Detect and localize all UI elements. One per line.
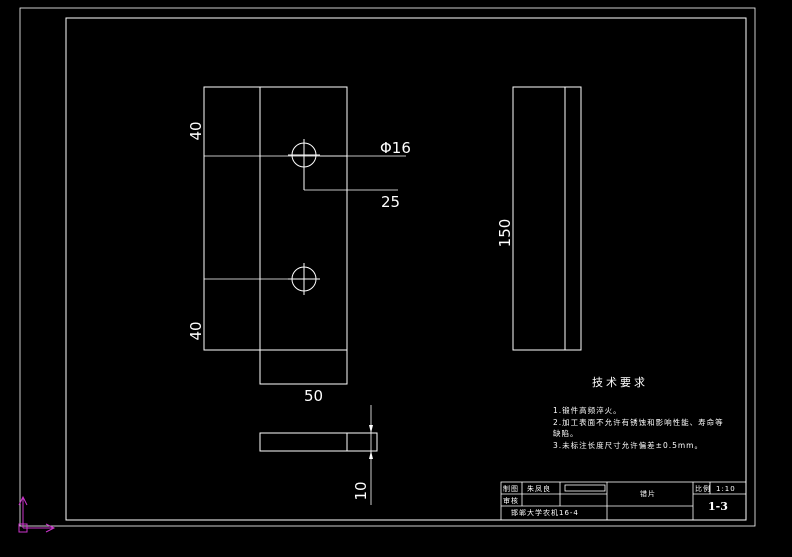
- tb-scale-value: 1:10: [716, 485, 736, 493]
- dim-width-50-label: 50: [304, 387, 323, 405]
- dim-length-150-label: 150: [496, 219, 514, 248]
- dim-10-arrow-bottom: [369, 451, 373, 459]
- plate-left-flange: [203, 86, 261, 351]
- tb-drawn-name: 朱凤良: [527, 484, 551, 493]
- notes-line-1: 1.锻件高频淬火。: [553, 405, 622, 415]
- top-outline: [259, 432, 378, 452]
- notes-title: 技术要求: [592, 376, 648, 389]
- notes-line-4: 3.未标注长度尺寸允许偏差±0.5mm。: [553, 440, 703, 450]
- dim-10-arrow-top: [369, 425, 373, 433]
- dim-top-40-label: 40: [187, 121, 205, 140]
- dim-bottom-40-label: 40: [187, 321, 205, 340]
- notes-line-3: 缺陷。: [553, 428, 579, 438]
- tb-drawn-label: 制图: [503, 484, 519, 493]
- notes-line-2: 2.加工表面不允许有锈蚀和影响性能、寿命等: [553, 417, 724, 427]
- tb-drawing-number: 1-3: [708, 500, 728, 513]
- side-outline: [512, 86, 582, 351]
- tb-scale-label: 比例: [695, 484, 711, 493]
- plate-outline: [259, 86, 348, 385]
- dim-diameter-label: Φ16: [380, 139, 411, 157]
- tb-part-name: 错片: [640, 489, 656, 498]
- tb-school: 邯郸大学农机16-4: [511, 508, 579, 517]
- title-block-frame: [500, 481, 747, 521]
- technical-notes: 技术要求 1.锻件高频淬火。 2.加工表面不允许有锈蚀和影响性能、寿命等 缺陷。…: [553, 376, 724, 450]
- tb-check-label: 审核: [503, 496, 519, 505]
- top-view: 10: [259, 405, 378, 505]
- title-block-name-box: [564, 484, 606, 492]
- front-view: 40 Φ16 25 40 50: [187, 86, 411, 405]
- dim-25-label: 25: [381, 193, 400, 211]
- inner-border: [65, 17, 747, 521]
- outer-border: [19, 7, 756, 527]
- side-view: 150: [496, 86, 582, 351]
- title-block: 制图 朱凤良 审核 邯郸大学农机16-4 错片 比例 1:10 1-3: [500, 481, 747, 521]
- ucs-axis-icon: [18, 495, 56, 533]
- dim-thickness-10-label: 10: [352, 481, 370, 500]
